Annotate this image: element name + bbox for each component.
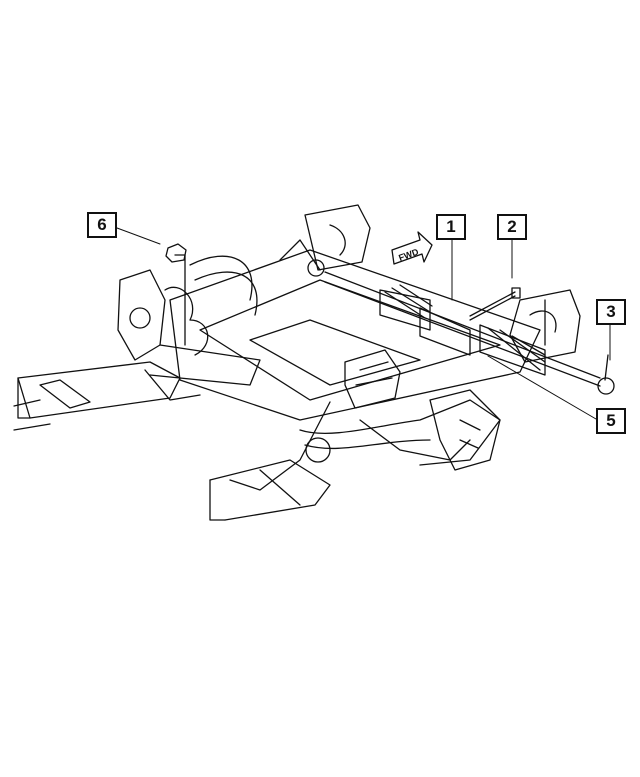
left-knuckle-assembly — [117, 254, 261, 401]
leader-lines — [116, 227, 611, 420]
frame-rail-lower — [209, 459, 331, 521]
callout-2[interactable]: 2 — [497, 214, 527, 240]
callout-6[interactable]: 6 — [87, 212, 117, 238]
fwd-label: FWD — [397, 246, 420, 263]
fwd-arrow-icon — [391, 231, 433, 265]
mounting-bolt — [469, 287, 521, 321]
frame-rail-right — [304, 204, 581, 363]
crossmember — [169, 239, 541, 491]
nut — [165, 243, 187, 263]
frame-rail-left — [13, 361, 181, 431]
callout-1[interactable]: 1 — [436, 214, 466, 240]
lower-control-arm-right — [299, 389, 501, 471]
engine-mount — [344, 349, 401, 409]
callout-3[interactable]: 3 — [596, 299, 626, 325]
callout-5[interactable]: 5 — [596, 408, 626, 434]
steering-rack — [307, 259, 615, 395]
